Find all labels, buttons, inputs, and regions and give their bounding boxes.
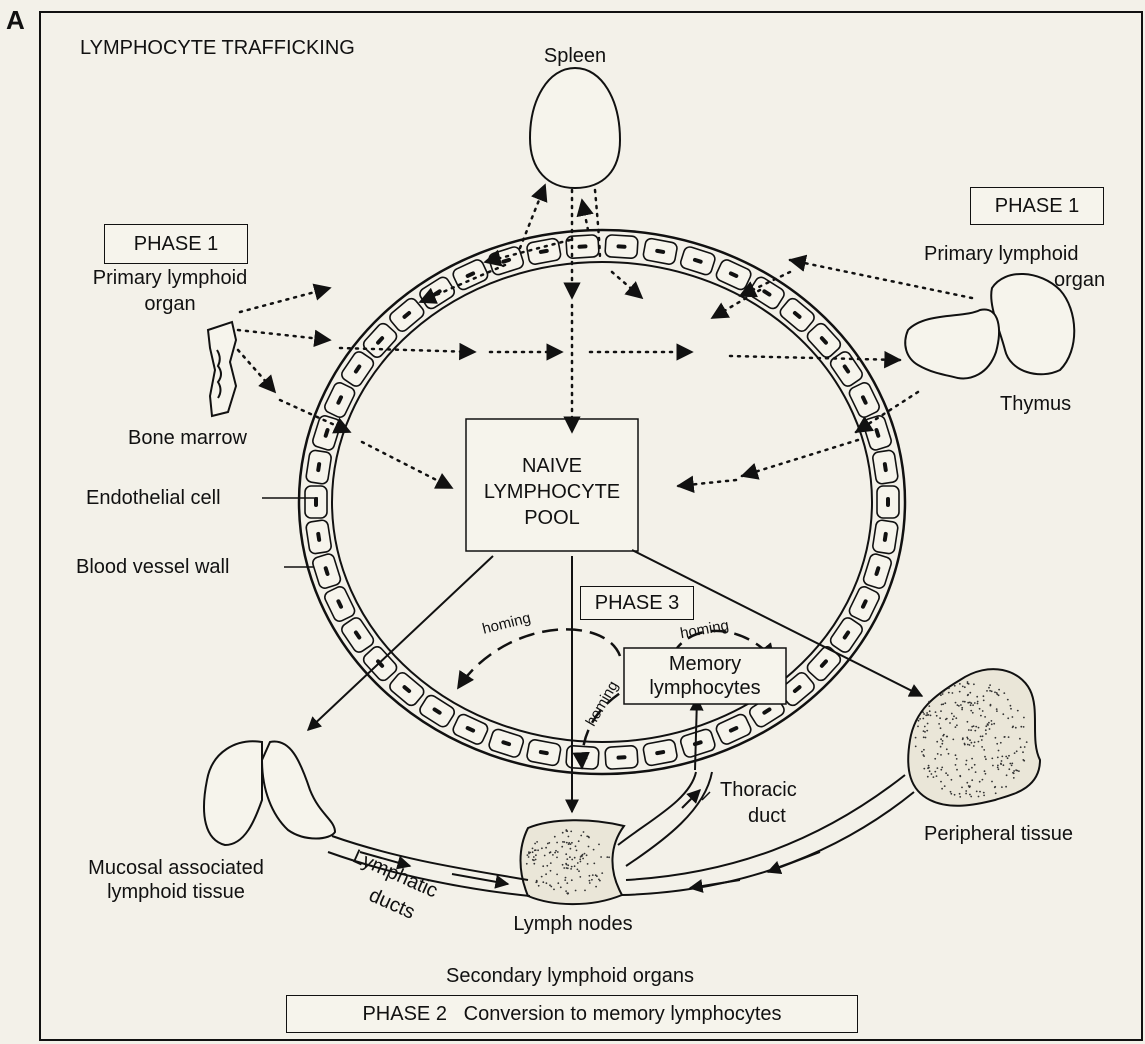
memory-line2: lymphocytes bbox=[624, 676, 786, 700]
phase3-label: PHASE 3 bbox=[595, 591, 679, 615]
endothelial-cell bbox=[311, 414, 342, 451]
endothelial-cell bbox=[605, 235, 638, 259]
endothelial-cell bbox=[361, 321, 399, 359]
thoracic-line1: Thoracic bbox=[720, 778, 797, 802]
endothelial-cell bbox=[828, 616, 864, 655]
endothelial-cell bbox=[311, 553, 342, 590]
primary-left-line2: organ bbox=[70, 292, 270, 316]
endothelial-cell bbox=[526, 739, 561, 766]
phase2-label: PHASE 2 Conversion to memory lymphocytes bbox=[362, 1002, 781, 1026]
naive-pool-line3: POOL bbox=[466, 506, 638, 530]
endothelial-cell bbox=[387, 296, 426, 333]
phase1-right-box: PHASE 1 bbox=[970, 187, 1104, 225]
endothelial-cell bbox=[642, 238, 677, 265]
primary-right-line1: Primary lymphoid bbox=[924, 242, 1078, 266]
endothelial-cell bbox=[488, 728, 525, 759]
endothelial-cell bbox=[877, 486, 899, 518]
thymus-label: Thymus bbox=[1000, 392, 1071, 416]
endothelial-cell bbox=[387, 670, 426, 707]
endothelial-cell bbox=[679, 245, 716, 276]
endothelial-cell bbox=[418, 275, 457, 311]
endothelial-cell bbox=[305, 486, 327, 518]
endothelial-cell bbox=[305, 519, 332, 554]
peripheral-tissue-shape bbox=[908, 669, 1040, 806]
secondary-organs-label: Secondary lymphoid organs bbox=[380, 964, 760, 988]
endothelial-cell bbox=[862, 553, 893, 590]
endothelial-cell bbox=[872, 519, 899, 554]
endothelial-cell bbox=[340, 616, 376, 655]
malt-line2: lymphoid tissue bbox=[64, 880, 288, 904]
phase2-box: PHASE 2 Conversion to memory lymphocytes bbox=[286, 995, 858, 1033]
spleen-shape bbox=[530, 68, 620, 188]
naive-pool-line1: NAIVE bbox=[466, 454, 638, 478]
endothelial-cell bbox=[418, 693, 457, 729]
endothelial-cell bbox=[605, 745, 638, 769]
endothelial-cell bbox=[526, 238, 561, 265]
endothelial-cell bbox=[805, 321, 843, 359]
phase1-left-label: PHASE 1 bbox=[134, 232, 218, 256]
blood-vessel-wall-label: Blood vessel wall bbox=[76, 555, 229, 579]
endothelial-cell bbox=[305, 450, 332, 485]
peripheral-tissue-label: Peripheral tissue bbox=[924, 822, 1073, 846]
malt-shape bbox=[204, 741, 335, 845]
primary-left-line1: Primary lymphoid bbox=[70, 266, 270, 290]
endothelial-cell bbox=[679, 728, 716, 759]
thoracic-line2: duct bbox=[748, 804, 786, 828]
memory-line1: Memory bbox=[624, 652, 786, 676]
spleen-label: Spleen bbox=[530, 44, 620, 68]
endothelial-cell bbox=[862, 414, 893, 451]
bone-marrow-label: Bone marrow bbox=[128, 426, 247, 450]
figure-title: LYMPHOCYTE TRAFFICKING bbox=[80, 36, 355, 60]
bone-marrow-shape bbox=[208, 322, 236, 416]
endothelial-cell bbox=[340, 350, 376, 389]
naive-pool-line2: LYMPHOCYTE bbox=[466, 480, 638, 504]
lymph-nodes-label: Lymph nodes bbox=[488, 912, 658, 936]
endothelial-cell bbox=[642, 739, 677, 766]
primary-right-line2: organ bbox=[1054, 268, 1105, 292]
phase3-box: PHASE 3 bbox=[580, 586, 694, 620]
endothelial-cell-label: Endothelial cell bbox=[86, 486, 221, 510]
lymph-node-shape bbox=[521, 820, 625, 904]
endothelial-cell bbox=[872, 450, 899, 485]
malt-line1: Mucosal associated bbox=[64, 856, 288, 880]
endothelial-cell bbox=[778, 296, 817, 333]
endothelial-cell bbox=[828, 350, 864, 389]
panel-letter: A bbox=[6, 8, 25, 32]
endothelial-cell bbox=[805, 644, 843, 682]
phase1-left-box: PHASE 1 bbox=[104, 224, 248, 264]
phase1-right-label: PHASE 1 bbox=[995, 194, 1079, 218]
